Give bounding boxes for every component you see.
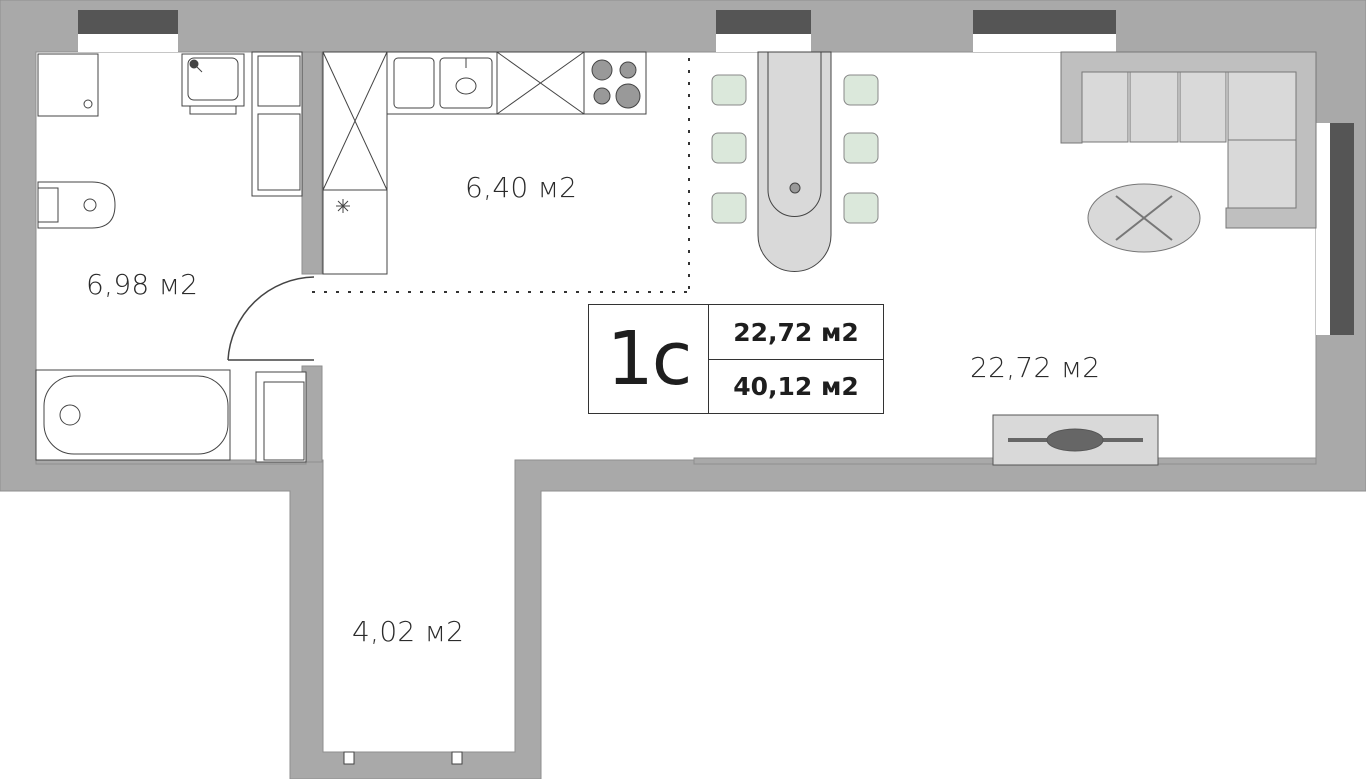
- chair-icon: [711, 132, 747, 164]
- sofa-icon: [1060, 51, 1317, 229]
- bathroom-area: 6,98 м2: [86, 268, 199, 301]
- unit-type: 1с: [589, 305, 709, 413]
- chair-icon: [711, 192, 747, 224]
- chair-icon: [711, 74, 747, 106]
- toilet-icon: [37, 181, 116, 229]
- bathroom-door: [227, 276, 315, 361]
- dining-table-icon: [757, 51, 832, 272]
- hallway-area: 4,02 м2: [352, 615, 465, 648]
- bathroom-fixtures: [35, 51, 307, 463]
- living-area-total: 22,72 м2: [709, 305, 883, 360]
- unit-summary-badge: 1с 22,72 м2 40,12 м2: [588, 304, 884, 414]
- zone-dividers: [312, 58, 690, 293]
- windows: [78, 10, 1354, 335]
- kitchen-fixtures: [322, 51, 647, 275]
- kitchen-area: 6,40 м2: [465, 171, 578, 204]
- chair-icon: [843, 74, 879, 106]
- chair-icon: [843, 192, 879, 224]
- total-area: 40,12 м2: [733, 371, 859, 401]
- tv-icon: [992, 414, 1159, 466]
- entrance: [343, 751, 463, 765]
- living-area: 22,72 м2: [970, 351, 1101, 384]
- chair-icon: [843, 132, 879, 164]
- coffee-table-icon: [1087, 183, 1201, 253]
- chairs: [711, 74, 879, 224]
